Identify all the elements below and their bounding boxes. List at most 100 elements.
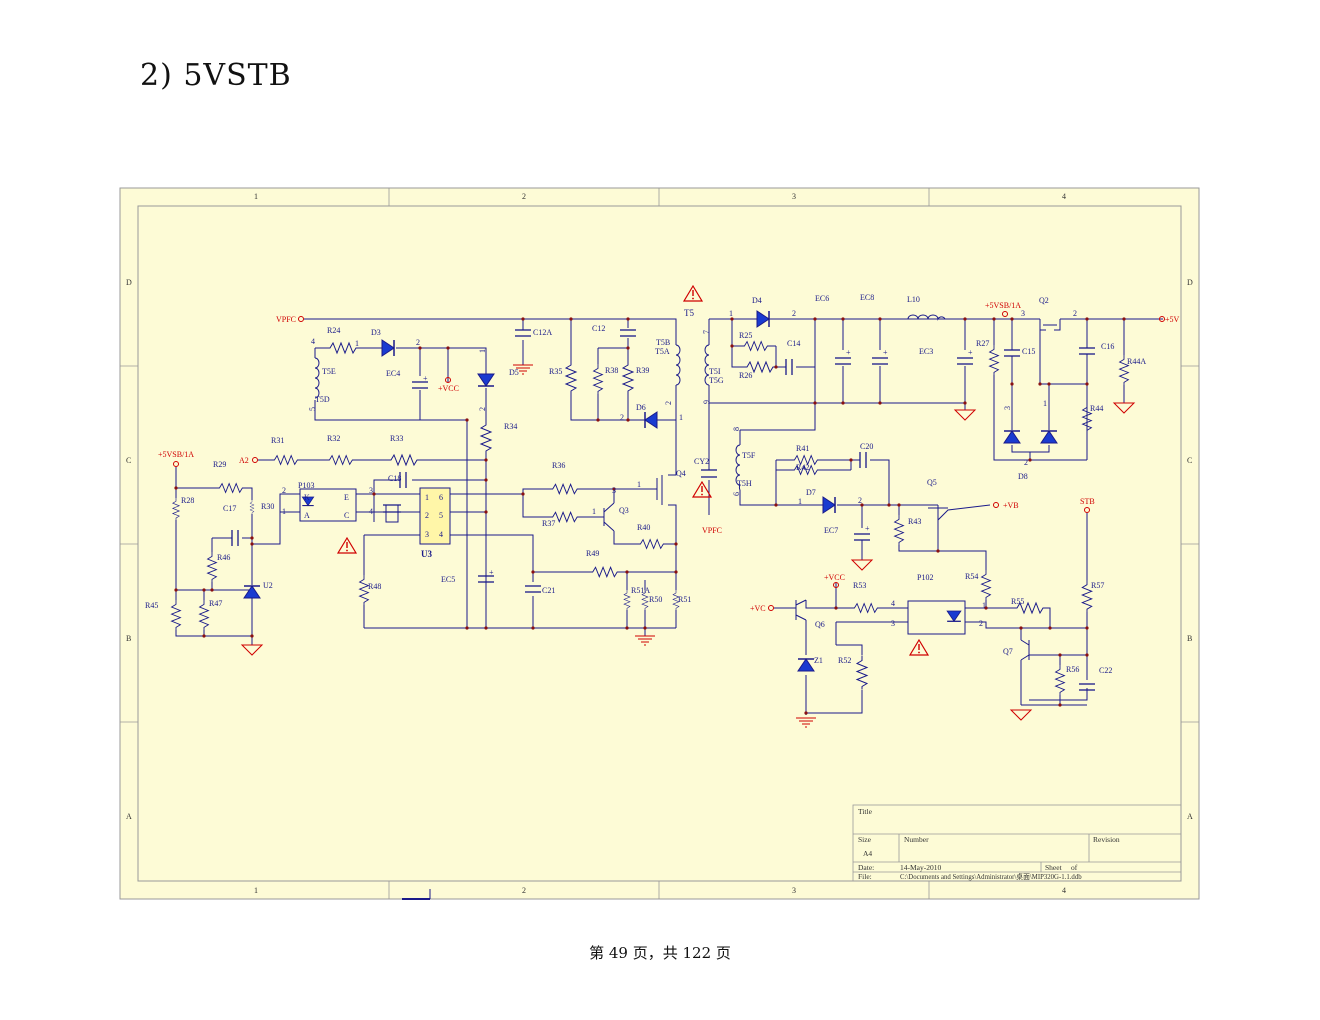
svg-text:2: 2 — [858, 496, 862, 505]
label-R24: R24 — [327, 326, 340, 335]
label-C21: C21 — [542, 586, 555, 595]
label-T5B: T5B — [656, 338, 670, 347]
zone-bottom-1: 1 — [254, 886, 258, 895]
label-EC8: EC8 — [860, 293, 874, 302]
svg-text:1: 1 — [592, 507, 596, 516]
label-EC3: EC3 — [919, 347, 933, 356]
net-vsb-left: +5VSB/1A — [158, 450, 194, 459]
label-Q5: Q5 — [927, 478, 937, 487]
part-labels: R24 D3 T5E T5D EC4 D5 C12A C12 R35 R38 R… — [145, 293, 1146, 675]
svg-text:4: 4 — [311, 337, 315, 346]
net-labels: VPFC +5VSB/1A A2 +VCC VPFC +5VSB/1A +5V … — [158, 301, 1180, 613]
label-C12A: C12A — [533, 328, 552, 337]
svg-text:1: 1 — [729, 309, 733, 318]
label-P103: P103 — [298, 481, 314, 490]
label-R56: R56 — [1066, 665, 1079, 674]
label-D3: D3 — [371, 328, 381, 337]
svg-text:1: 1 — [478, 349, 487, 353]
svg-text:2: 2 — [282, 486, 286, 495]
label-C15: C15 — [1022, 347, 1035, 356]
zone-dividers — [120, 188, 1199, 899]
svg-text:5: 5 — [308, 407, 317, 411]
svg-text:2: 2 — [416, 338, 420, 347]
svg-text:2: 2 — [792, 309, 796, 318]
label-T5A: T5A — [655, 347, 670, 356]
svg-text:1: 1 — [798, 497, 802, 506]
svg-text:+: + — [489, 568, 494, 577]
label-R31: R31 — [271, 436, 284, 445]
label-EC7: EC7 — [824, 526, 838, 535]
zone-right-C: C — [1187, 456, 1192, 465]
svg-text:1: 1 — [679, 413, 683, 422]
file-value: C:\Documents and Settings\Administrator\… — [900, 872, 1082, 881]
svg-text:1: 1 — [282, 507, 286, 516]
label-R51A: R51A — [631, 586, 650, 595]
svg-text:+: + — [968, 348, 973, 357]
label-R39: R39 — [636, 366, 649, 375]
title-block — [852, 804, 1182, 882]
number-label: Number — [904, 835, 929, 844]
label-C17: C17 — [223, 504, 236, 513]
label-CY2: CY2 — [694, 457, 709, 466]
label-R55: R55 — [1011, 597, 1024, 606]
label-R44A: R44A — [1127, 357, 1146, 366]
svg-text:2: 2 — [979, 619, 983, 628]
label-R38: R38 — [605, 366, 618, 375]
svg-text:3: 3 — [1021, 309, 1025, 318]
label-R29: R29 — [213, 460, 226, 469]
label-C12: C12 — [592, 324, 605, 333]
net-vpfc: VPFC — [276, 315, 296, 324]
svg-text:1: 1 — [1043, 399, 1047, 408]
svg-text:6: 6 — [439, 493, 443, 502]
label-R27: R27 — [976, 339, 989, 348]
label-R44: R44 — [1090, 404, 1103, 413]
label-D5: D5 — [509, 368, 519, 377]
net-vcc-1: +VCC — [438, 384, 459, 393]
zone-bottom-3: 3 — [792, 886, 796, 895]
label-R50: R50 — [649, 595, 662, 604]
label-T5G: T5G — [709, 376, 724, 385]
svg-text:9: 9 — [702, 400, 711, 404]
label-Q7: Q7 — [1003, 647, 1013, 656]
wires — [175, 318, 1163, 715]
svg-text:4: 4 — [439, 530, 443, 539]
label-C16: C16 — [1101, 342, 1114, 351]
svg-text:3: 3 — [1003, 406, 1012, 410]
label-R57: R57 — [1091, 581, 1104, 590]
svg-text:4: 4 — [369, 507, 373, 516]
label-R47: R47 — [209, 599, 222, 608]
svg-text:C: C — [344, 511, 349, 520]
zone-top-1: 1 — [254, 192, 258, 201]
label-R25: R25 — [739, 331, 752, 340]
svg-text:8: 8 — [732, 427, 741, 431]
opto-p102 — [907, 600, 966, 635]
revision-label: Revision — [1093, 835, 1120, 844]
label-Q3: Q3 — [619, 506, 629, 515]
label-R30: R30 — [261, 502, 274, 511]
label-R43: R43 — [908, 517, 921, 526]
label-C20: C20 — [860, 442, 873, 451]
junctions — [174, 317, 1126, 715]
net-vpfc-2: VPFC — [702, 526, 722, 535]
size-label: Size — [858, 835, 872, 844]
label-R37: R37 — [542, 519, 555, 528]
zone-top-2: 2 — [522, 192, 526, 201]
transformer-windings — [314, 314, 946, 491]
polarity-marks: ++ ++ ++ — [423, 348, 973, 577]
zone-left-A: A — [126, 812, 132, 821]
svg-text:3: 3 — [425, 530, 429, 539]
label-Q4: Q4 — [676, 469, 686, 478]
label-R45: R45 — [145, 601, 158, 610]
label-R33: R33 — [390, 434, 403, 443]
svg-text:+: + — [865, 524, 870, 533]
label-R41: R41 — [796, 444, 809, 453]
svg-text:A: A — [304, 511, 310, 520]
label-T5H: T5H — [737, 479, 752, 488]
transistors — [603, 324, 1057, 661]
zone-right-A: A — [1187, 812, 1193, 821]
label-R26: R26 — [739, 371, 752, 380]
size-value: A4 — [863, 849, 872, 858]
svg-text:+: + — [423, 374, 428, 383]
label-R54: R54 — [965, 572, 978, 581]
label-R35: R35 — [549, 367, 562, 376]
